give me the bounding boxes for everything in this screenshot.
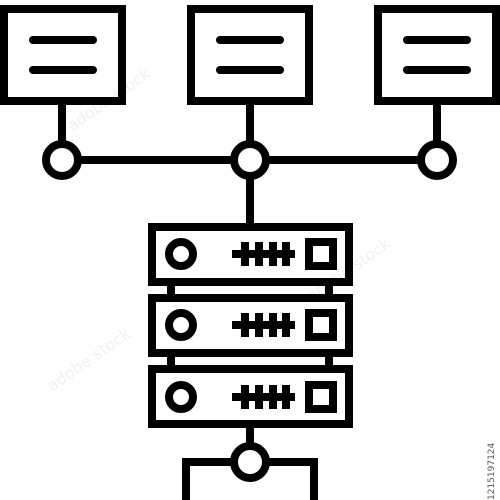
network-node-right — [417, 140, 457, 180]
network-node-center — [230, 140, 270, 180]
network-node-left — [42, 140, 82, 180]
network-connectors — [58, 105, 441, 143]
base-node — [230, 442, 270, 482]
server-unit-2 — [148, 294, 353, 357]
server-unit-1 — [148, 223, 353, 286]
server-unit-3 — [148, 365, 353, 428]
watermark-id: 1215197124 — [487, 442, 497, 500]
base-bar — [182, 458, 318, 500]
document-icon-left — [0, 5, 126, 105]
document-icon-right — [374, 5, 500, 105]
document-icon-center — [187, 5, 313, 105]
